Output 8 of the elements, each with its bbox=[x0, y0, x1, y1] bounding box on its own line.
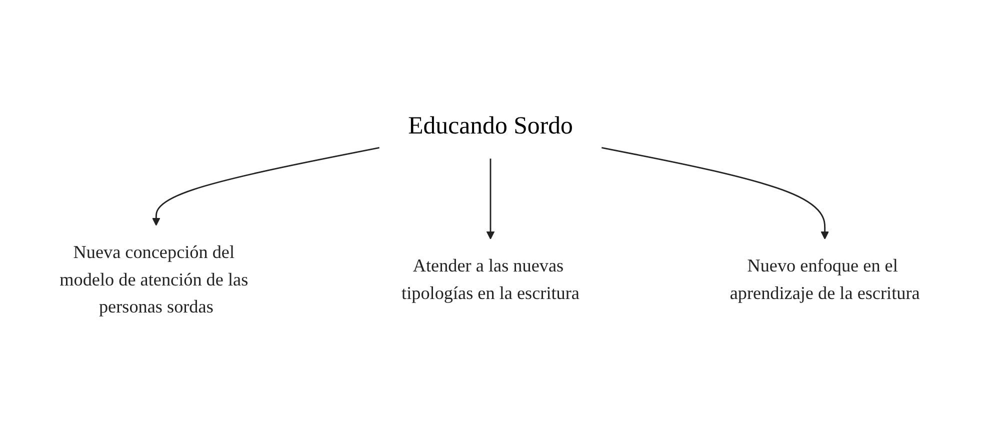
arrow bbox=[152, 147, 380, 226]
node-text: Atender a las nuevas tipologías en la escritura bbox=[402, 256, 580, 304]
node-text: Nuevo enfoque en el aprendizaje de la escritura bbox=[730, 256, 920, 304]
diagram: Educando Sordo Nueva concepción del modelo de atención de las personas sordas Atender a las nuevas tipologías en la escritura Nuevo enfoque en el aprendizaje de la escritura bbox=[10, 85, 971, 344]
arrow bbox=[486, 158, 495, 240]
arrow bbox=[601, 147, 830, 240]
node-text: Nueva concepción del modelo de atención de las personas sordas bbox=[60, 242, 248, 318]
node-text: Educando Sordo bbox=[408, 112, 573, 140]
